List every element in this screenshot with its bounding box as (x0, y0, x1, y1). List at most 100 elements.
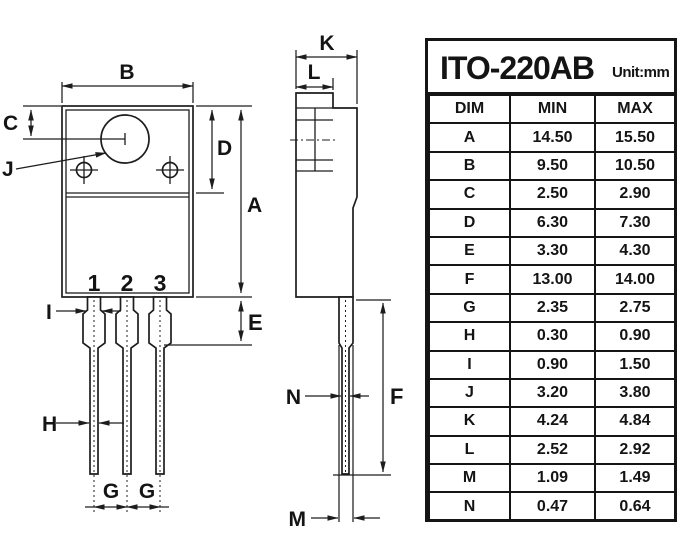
dim-e: E (164, 300, 263, 346)
max-cell: 3.80 (594, 377, 676, 409)
side-view: K L N F M (286, 32, 404, 531)
dim-label-c: C (3, 112, 18, 135)
table-title-row: ITO-220AB Unit:mm (428, 41, 674, 94)
dim-label-h: H (42, 413, 57, 436)
dim-label-b: B (119, 61, 134, 84)
dim-label-g-right: G (139, 480, 155, 503)
lead-2 (115, 296, 139, 512)
dim-label-g-left: G (103, 480, 119, 503)
max-cell: 4.30 (594, 235, 676, 267)
max-cell: 2.75 (594, 292, 676, 324)
min-cell: 2.52 (509, 434, 596, 466)
max-cell: 15.50 (594, 122, 676, 153)
dim-a: A (196, 109, 262, 298)
dim-label-j: J (2, 158, 14, 181)
dim-label-k: K (319, 32, 334, 55)
unit-label: Unit:mm (612, 64, 670, 81)
min-cell: 0.47 (509, 491, 596, 522)
dim-label-d: D (217, 137, 232, 160)
header-max: MAX (594, 93, 676, 125)
header-min: MIN (509, 93, 596, 125)
min-cell: 6.30 (509, 207, 596, 238)
header-dim: DIM (428, 93, 511, 125)
dim-cell: B (428, 150, 511, 182)
min-cell: 13.00 (509, 264, 596, 295)
package-body-side (295, 92, 358, 298)
dim-cell: C (428, 179, 511, 210)
dim-h: H (42, 413, 124, 436)
dim-cell: F (428, 264, 511, 295)
dim-b: B (61, 61, 194, 103)
dim-cell: K (428, 406, 511, 437)
max-cell: 10.50 (594, 150, 676, 182)
lead-side (338, 296, 354, 522)
max-cell: 1.50 (594, 349, 676, 380)
min-cell: 4.24 (509, 406, 596, 437)
min-cell: 0.30 (509, 321, 596, 352)
pin-number-1: 1 (88, 270, 101, 296)
dim-cell: M (428, 463, 511, 494)
dim-cell: J (428, 377, 511, 409)
dim-label-n: N (286, 386, 301, 409)
dim-label-i: I (46, 301, 52, 324)
max-cell: 1.49 (594, 463, 676, 494)
dim-c: C (3, 105, 61, 137)
dim-n: N (286, 386, 369, 409)
package-body-inner-line (65, 109, 190, 294)
min-cell: 2.35 (509, 292, 596, 324)
front-view: 1 2 3 B C J (2, 61, 263, 512)
min-cell: 2.50 (509, 179, 596, 210)
max-cell: 0.90 (594, 321, 676, 352)
dim-label-m: M (289, 508, 307, 531)
pin-number-3: 3 (154, 270, 167, 296)
min-cell: 14.50 (509, 122, 596, 153)
dim-label-l: L (308, 61, 321, 84)
dim-cell: L (428, 434, 511, 466)
lead-1 (82, 296, 106, 512)
dim-cell: N (428, 491, 511, 522)
min-cell: 3.30 (509, 235, 596, 267)
max-cell: 14.00 (594, 264, 676, 295)
dim-i: I (46, 301, 121, 324)
package-body-front (61, 105, 194, 298)
dim-cell: E (428, 235, 511, 267)
max-cell: 4.84 (594, 406, 676, 437)
dim-cell: A (428, 122, 511, 153)
max-cell: 0.64 (594, 491, 676, 522)
dim-j: J (2, 152, 107, 181)
min-cell: 3.20 (509, 377, 596, 409)
dim-cell: D (428, 207, 511, 238)
package-name-title: ITO-220AB (440, 50, 595, 86)
dim-k: K (295, 32, 358, 104)
dim-l: L (295, 61, 334, 90)
dim-label-a: A (247, 194, 262, 217)
table-header-row: DIM MIN MAX (428, 93, 676, 125)
dim-cell: G (428, 292, 511, 324)
dim-label-f: F (390, 384, 403, 409)
dim-g: G G (85, 480, 169, 510)
pin-hole-left (70, 156, 98, 184)
min-cell: 1.09 (509, 463, 596, 494)
package-outline-drawing: 1 2 3 B C J (2, 32, 404, 531)
max-cell: 2.90 (594, 179, 676, 210)
pin-number-2: 2 (121, 270, 134, 296)
dim-cell: I (428, 349, 511, 380)
lead-3 (148, 296, 172, 512)
dim-m: M (289, 508, 380, 531)
dim-label-e: E (248, 310, 263, 335)
